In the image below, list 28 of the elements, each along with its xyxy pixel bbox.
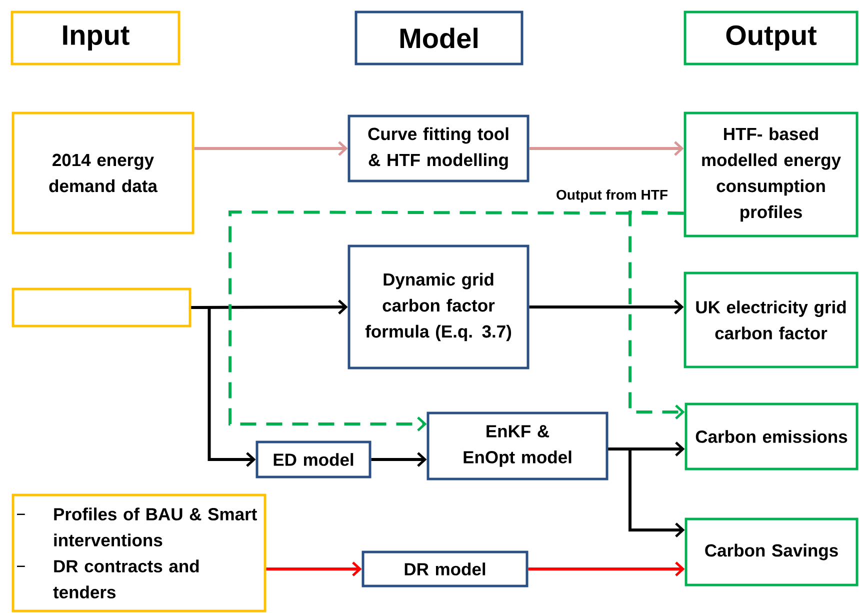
arrow	[529, 300, 684, 314]
header-box: Input	[10, 10, 180, 66]
arrow	[371, 452, 427, 467]
header-box: Model	[354, 10, 524, 66]
model-box: Curve fitting tool & HTF modelling	[348, 114, 530, 182]
arrow	[628, 210, 685, 420]
input-box	[12, 288, 192, 328]
arrow	[529, 141, 684, 156]
arrow	[608, 448, 685, 538]
input-box: 2014 energy demand data	[12, 112, 194, 234]
arrow	[191, 300, 348, 314]
output-box: Carbon emissions	[684, 402, 858, 470]
arrow	[266, 562, 362, 576]
output-box: HTF- based modelled energy consumption profiles	[684, 112, 858, 238]
arrow	[191, 306, 256, 467]
list-item-text: DR contracts and tenders	[53, 560, 199, 598]
edge-label: Output from HTF	[555, 188, 669, 204]
list-item-text: Profiles of BAU & Smart interventions	[54, 508, 257, 546]
output-box: Carbon Savings	[684, 518, 858, 586]
header-box: Output	[684, 10, 858, 66]
output-box: UK electricity grid carbon factor	[684, 272, 858, 368]
input-box	[12, 494, 266, 612]
model-box: EnKF & EnOpt model	[426, 412, 608, 480]
model-box: DR model	[362, 550, 528, 588]
arrow	[194, 141, 348, 156]
model-box: ED model	[256, 440, 372, 478]
model-box: Dynamic grid carbon factor formula (E.q. 3.7)	[348, 244, 530, 370]
arrow	[528, 562, 685, 576]
